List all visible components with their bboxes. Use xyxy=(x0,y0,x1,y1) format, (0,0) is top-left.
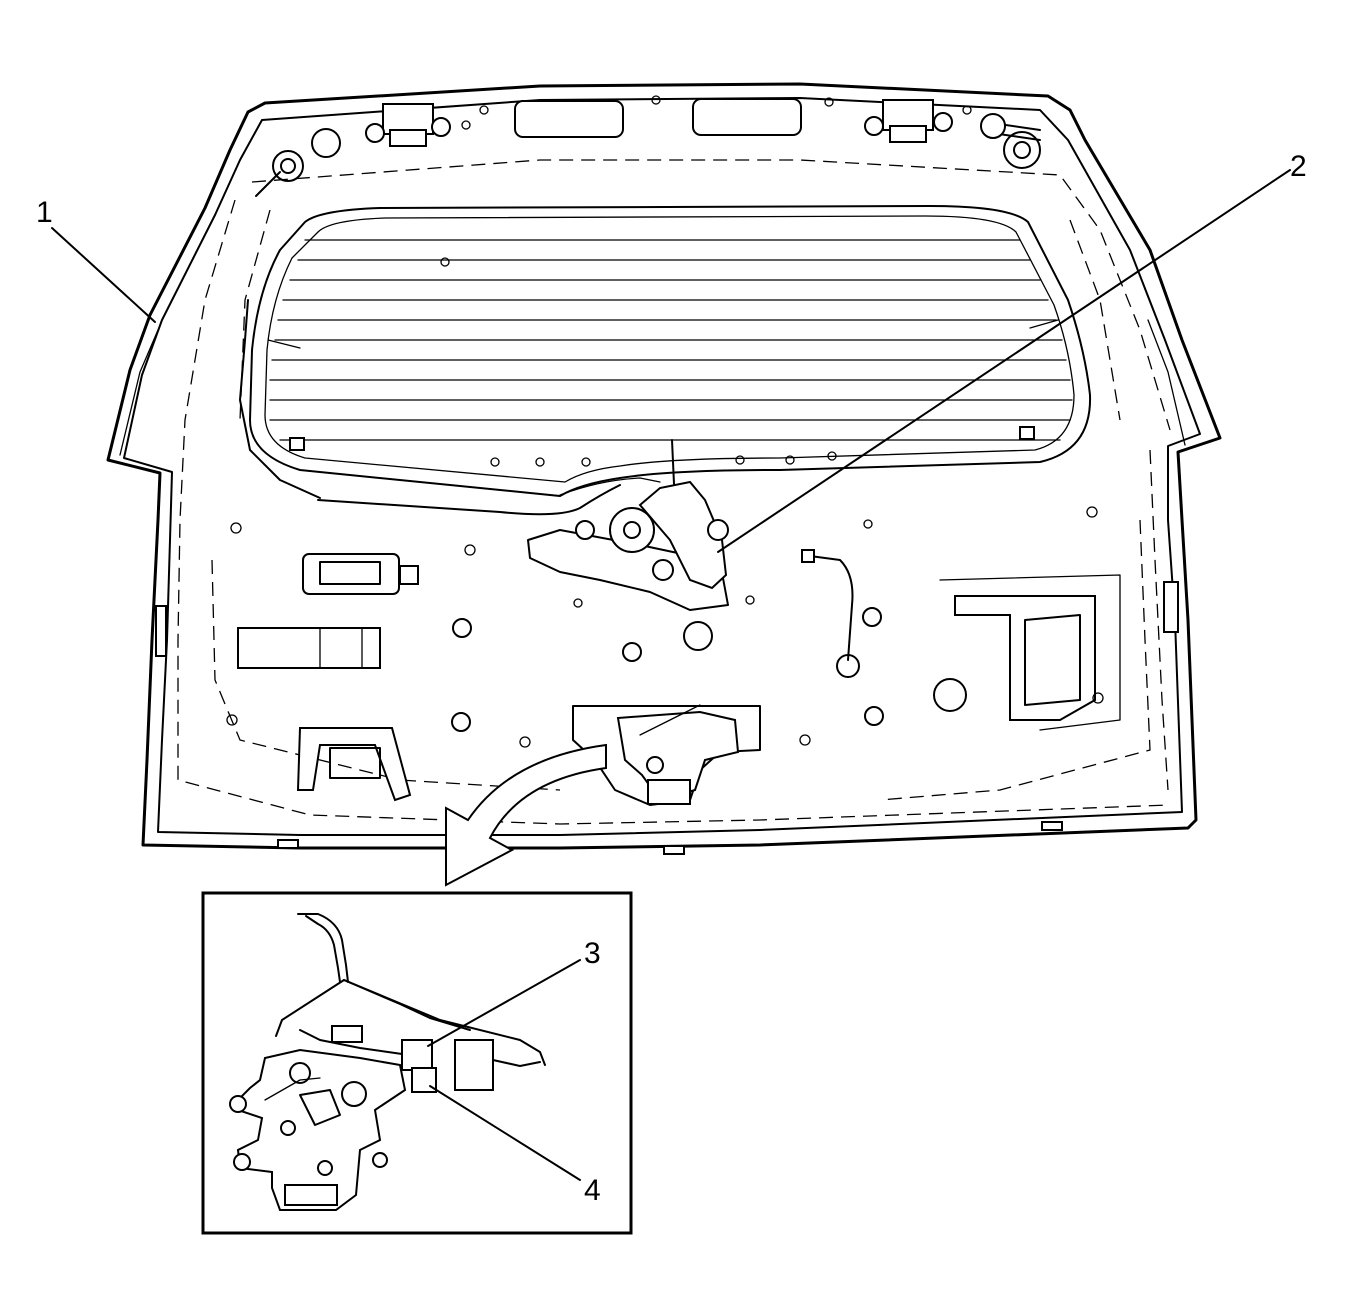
detail-inset xyxy=(201,891,633,1235)
callout-2: 2 xyxy=(1290,150,1307,183)
top-holes xyxy=(461,95,972,130)
connector-3 xyxy=(401,1039,433,1071)
callout-1: 1 xyxy=(36,196,53,229)
wiper-motor xyxy=(527,439,729,611)
left-lower-bracket xyxy=(296,727,412,802)
leader-lines xyxy=(51,169,1291,1181)
liftgate-panel xyxy=(106,82,1222,887)
inset-latch xyxy=(229,1029,407,1211)
right-hinge xyxy=(864,99,953,143)
callout-4: 4 xyxy=(584,1174,601,1207)
left-hinge xyxy=(365,103,451,147)
detail-arrow xyxy=(445,743,607,887)
callout-3: 3 xyxy=(584,937,601,970)
defroster-grid xyxy=(269,239,1073,441)
rear-window xyxy=(249,205,1092,497)
callout-labels: 1 2 3 4 xyxy=(36,150,1307,1207)
fastener-holes xyxy=(226,257,1104,748)
